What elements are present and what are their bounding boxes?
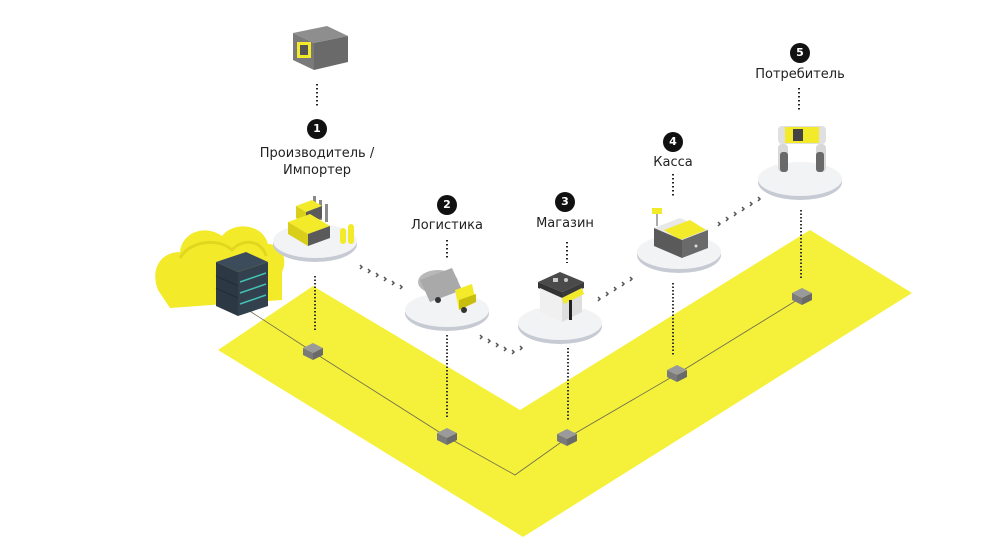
ledger-node: [437, 428, 457, 445]
ledger-node: [303, 343, 323, 360]
stage-1-label: Производитель / Импортер: [259, 146, 375, 178]
tanker-truck-icon: [418, 268, 476, 313]
ledger-connectors: [314, 210, 802, 420]
stage-5-label: Потребитель: [755, 67, 845, 82]
package-with-datamatrix-icon: [293, 26, 348, 70]
server-rack-icon: [215, 252, 268, 316]
stage-5-badge: 5: [790, 43, 810, 63]
platform-5: [758, 162, 842, 200]
flow-arrows: [359, 196, 762, 355]
ledger-nodes: [303, 288, 812, 446]
stage-3-label: Магазин: [536, 216, 594, 231]
stage-1-badge: 1: [307, 119, 327, 139]
platform-2: [405, 293, 489, 331]
factory-icon: [288, 196, 354, 246]
label-connectors: [316, 84, 800, 263]
ledger-node: [792, 288, 812, 305]
stage-3-badge: 3: [555, 192, 575, 212]
platform-3: [518, 306, 602, 344]
phone-scanning-datamatrix-icon: [778, 126, 826, 172]
stage-2-badge: 2: [437, 195, 457, 215]
ledger-band: [218, 230, 912, 537]
stage-4-label: Касса: [653, 155, 693, 170]
stage-2-label: Логистика: [411, 218, 483, 233]
ledger-node: [667, 365, 687, 382]
cash-register-icon: [652, 208, 708, 258]
stage-4-badge: 4: [663, 132, 683, 152]
store-icon: [538, 272, 584, 322]
ledger-node: [557, 429, 577, 446]
